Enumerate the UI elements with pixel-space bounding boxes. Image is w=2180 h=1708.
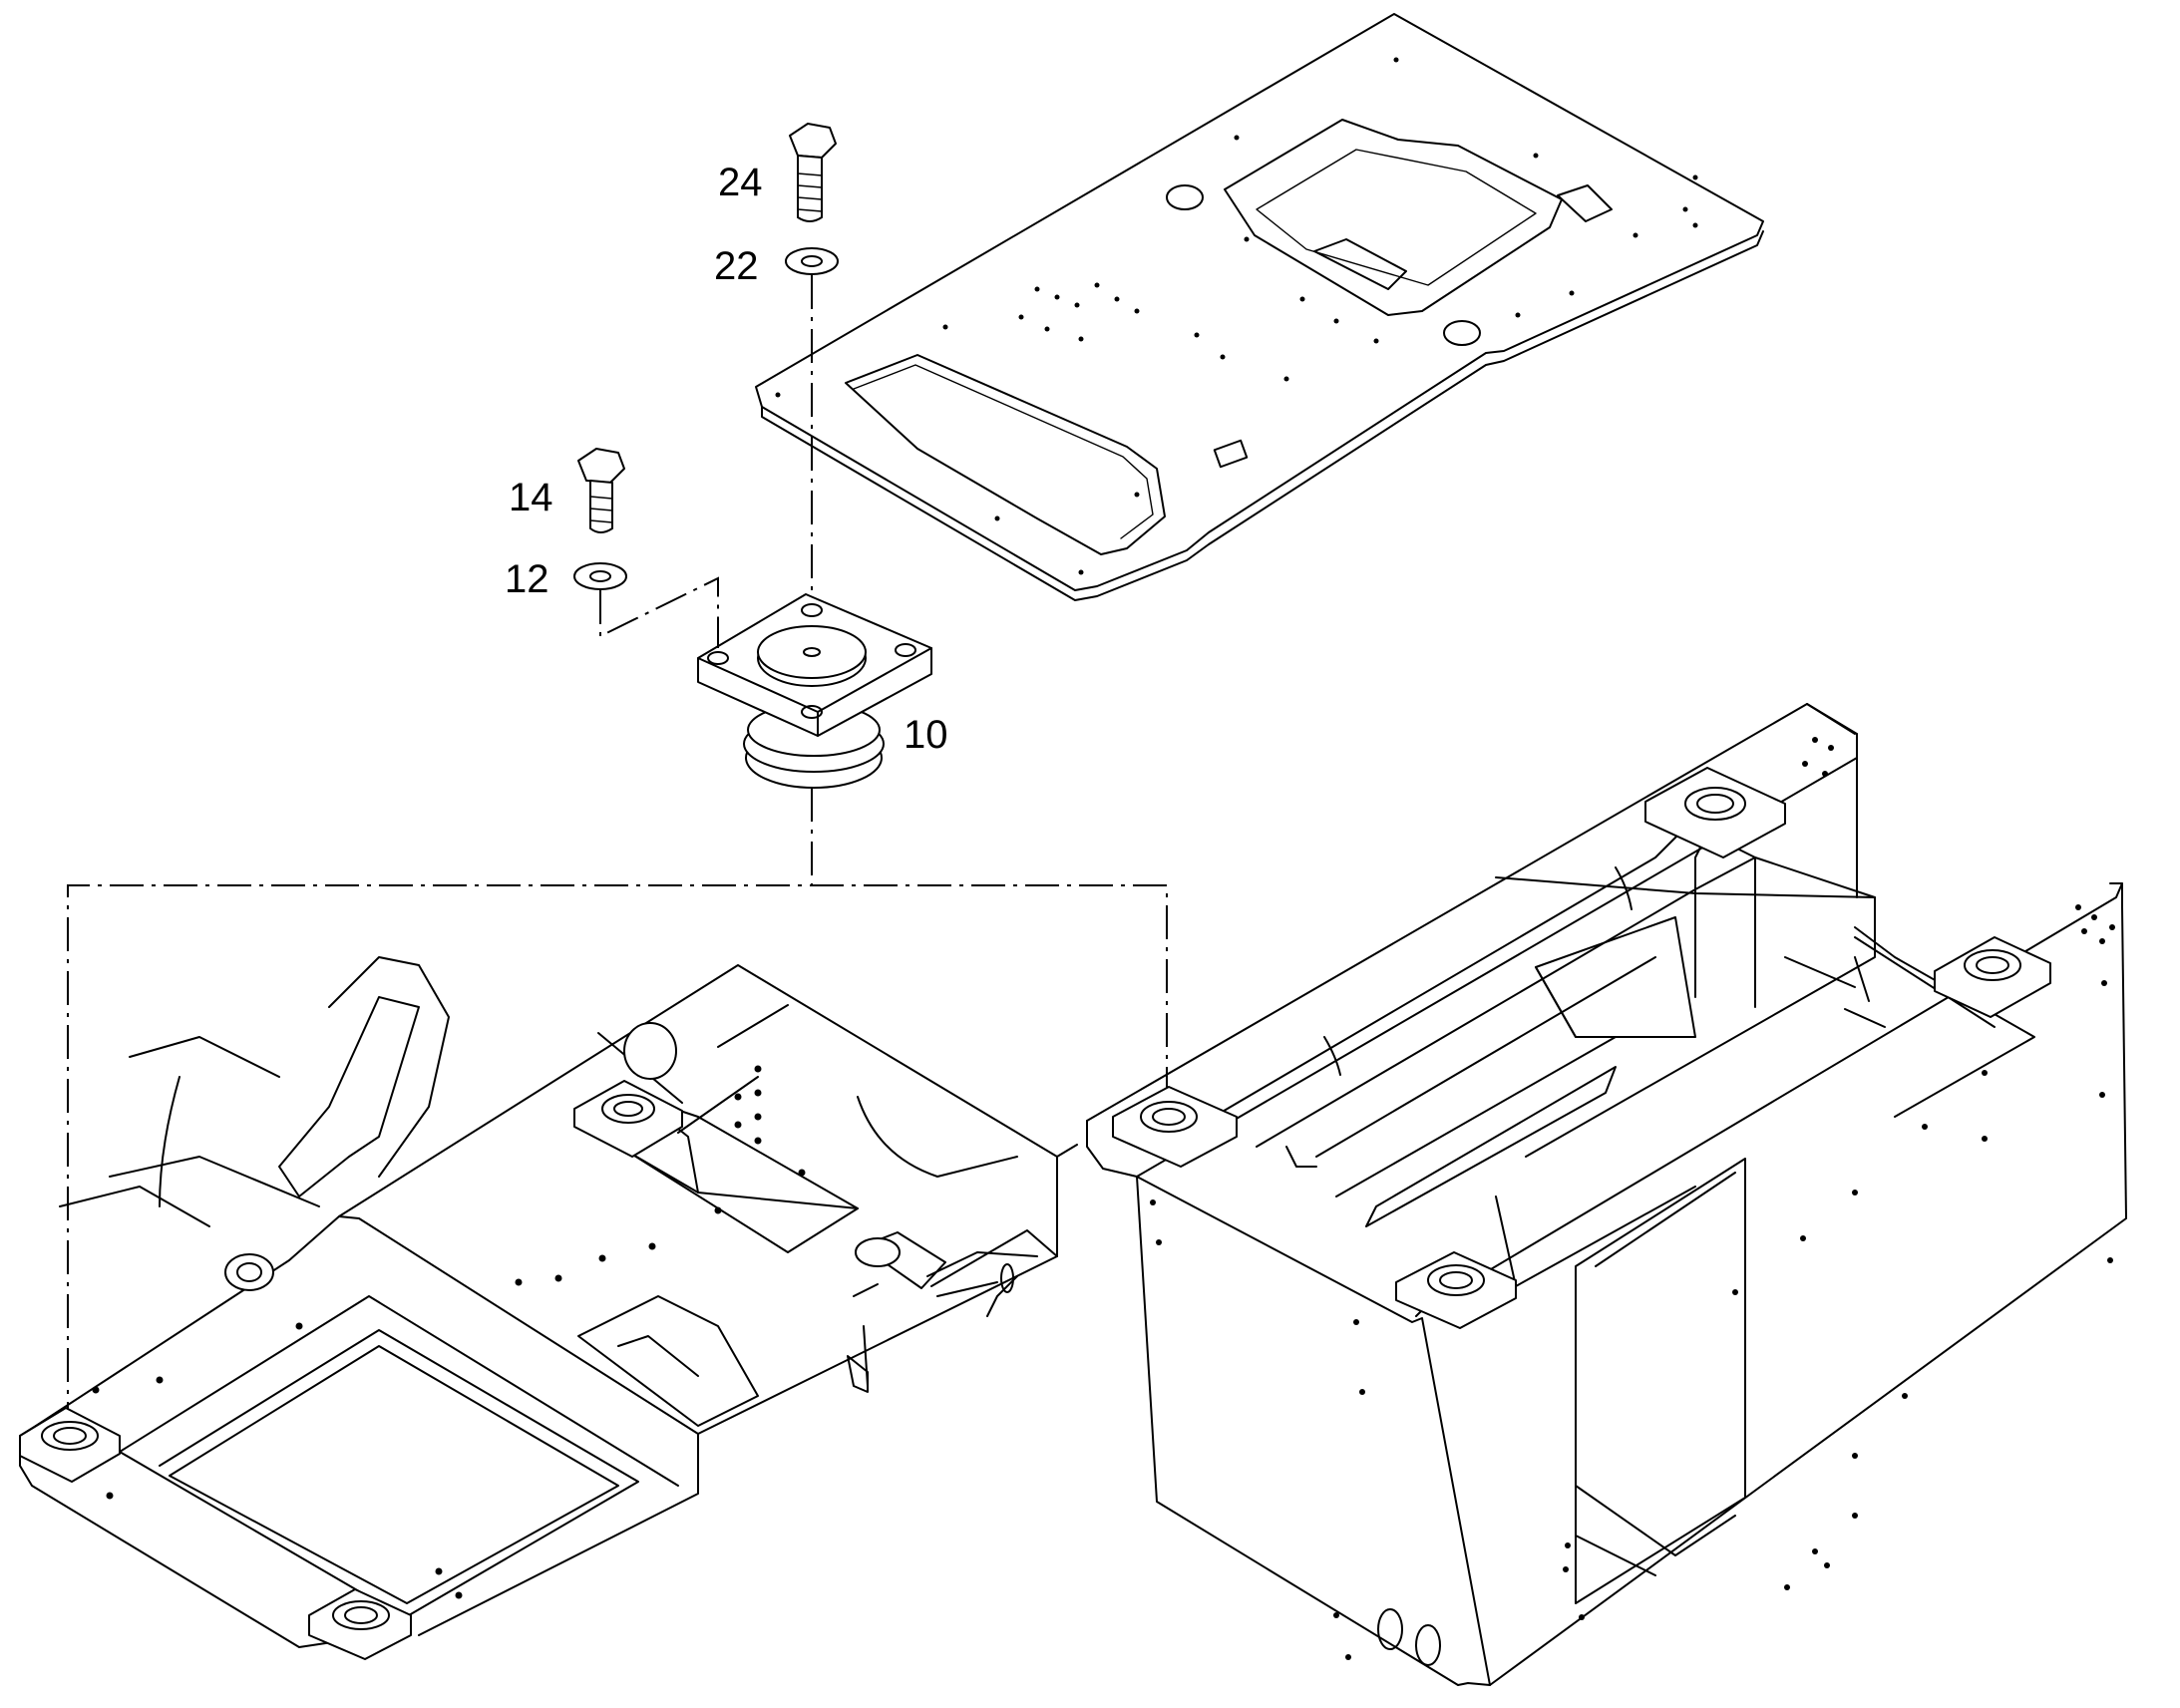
vibration-mount-10-icon: [697, 593, 932, 789]
floor-plate: [755, 13, 1764, 601]
callout-24: 24: [718, 161, 763, 204]
corner-mount-center: [573, 1080, 683, 1158]
callout-22: 22: [714, 244, 759, 288]
box-mount-left: [1112, 1086, 1238, 1168]
washer-22-icon: [785, 247, 839, 275]
box-mount-front: [1395, 1251, 1517, 1329]
callout-12: 12: [505, 557, 549, 601]
washer-12-icon: [573, 562, 627, 590]
bolt-14-icon: [577, 448, 625, 533]
box-frame: [1086, 703, 2127, 1686]
callout-labels: 24 22 14 12 10: [505, 161, 948, 757]
callout-14: 14: [509, 476, 553, 519]
bolt-24-icon: [789, 123, 837, 222]
corner-mount-left: [19, 1407, 121, 1483]
callout-10: 10: [904, 713, 948, 757]
assembly-lines: [67, 275, 1168, 1436]
upper-frame: [19, 956, 1078, 1660]
box-mount-rear: [1644, 767, 1786, 858]
box-mount-right: [1934, 936, 2051, 1018]
corner-mount-bottom: [308, 1588, 412, 1660]
